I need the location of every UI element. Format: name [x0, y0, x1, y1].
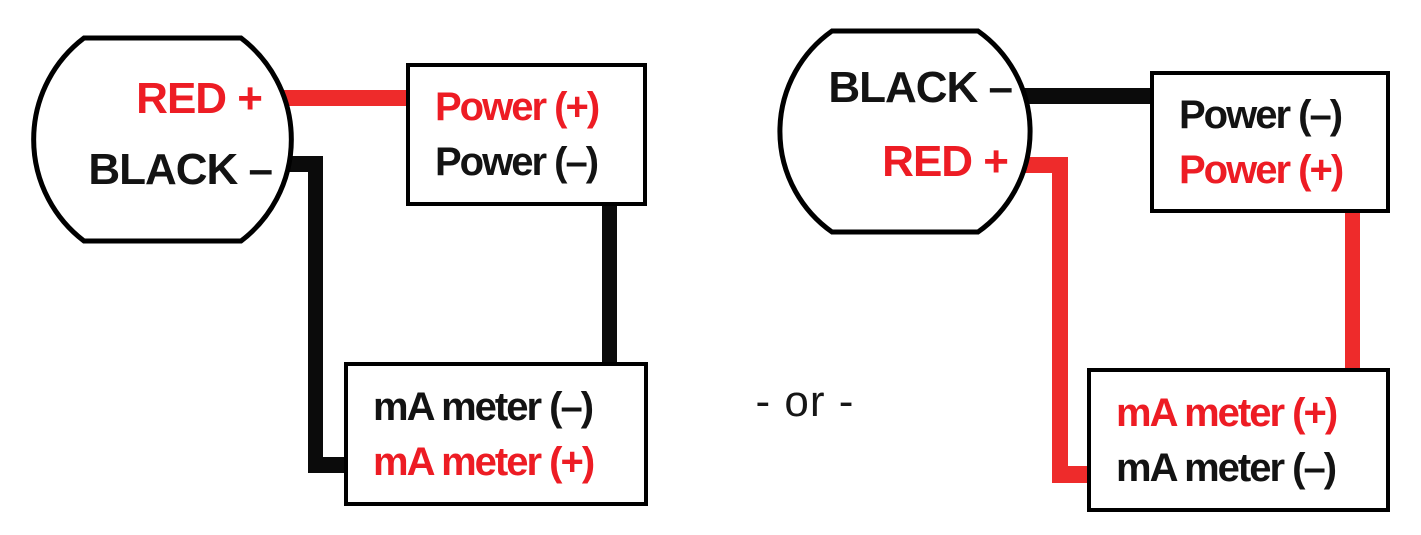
left-black-negative-wire-vertical — [308, 156, 323, 473]
left-red-positive-wire — [268, 90, 408, 106]
right-sensor-black-terminal-label: BLACK – — [828, 63, 1013, 112]
right-meter-negative-label: mA meter (–) — [1116, 445, 1337, 490]
or-separator: - or - — [755, 377, 855, 426]
right-power-positive-label: Power (+) — [1179, 147, 1344, 192]
right-sensor-red-terminal-label: RED + — [882, 137, 1009, 186]
left-meter-positive-label: mA meter (+) — [373, 439, 595, 484]
left-power-negative-label: Power (–) — [435, 140, 599, 184]
right-power-to-meter-wire — [1345, 213, 1360, 371]
right-red-positive-wire-vertical — [1052, 157, 1068, 483]
left-power-to-meter-wire — [602, 206, 617, 366]
left-black-negative-wire-to-meter — [308, 457, 350, 473]
right-power-terminal-box: Power (–) Power (+) — [1150, 71, 1390, 213]
right-black-negative-wire — [1000, 88, 1150, 104]
left-sensor-black-terminal-label: BLACK – — [88, 145, 273, 194]
left-power-positive-label: Power (+) — [435, 85, 600, 129]
left-sensor-red-terminal-label: RED + — [136, 74, 263, 123]
right-ma-meter-terminal-box: mA meter (+) mA meter (–) — [1087, 368, 1390, 512]
right-red-positive-wire-to-meter — [1052, 466, 1092, 483]
right-meter-positive-label: mA meter (+) — [1116, 390, 1338, 435]
left-power-terminal-box: Power (+) Power (–) — [406, 63, 647, 206]
left-ma-meter-terminal-box: mA meter (–) mA meter (+) — [344, 362, 648, 506]
right-power-negative-label: Power (–) — [1179, 92, 1343, 137]
left-meter-negative-label: mA meter (–) — [373, 384, 594, 429]
